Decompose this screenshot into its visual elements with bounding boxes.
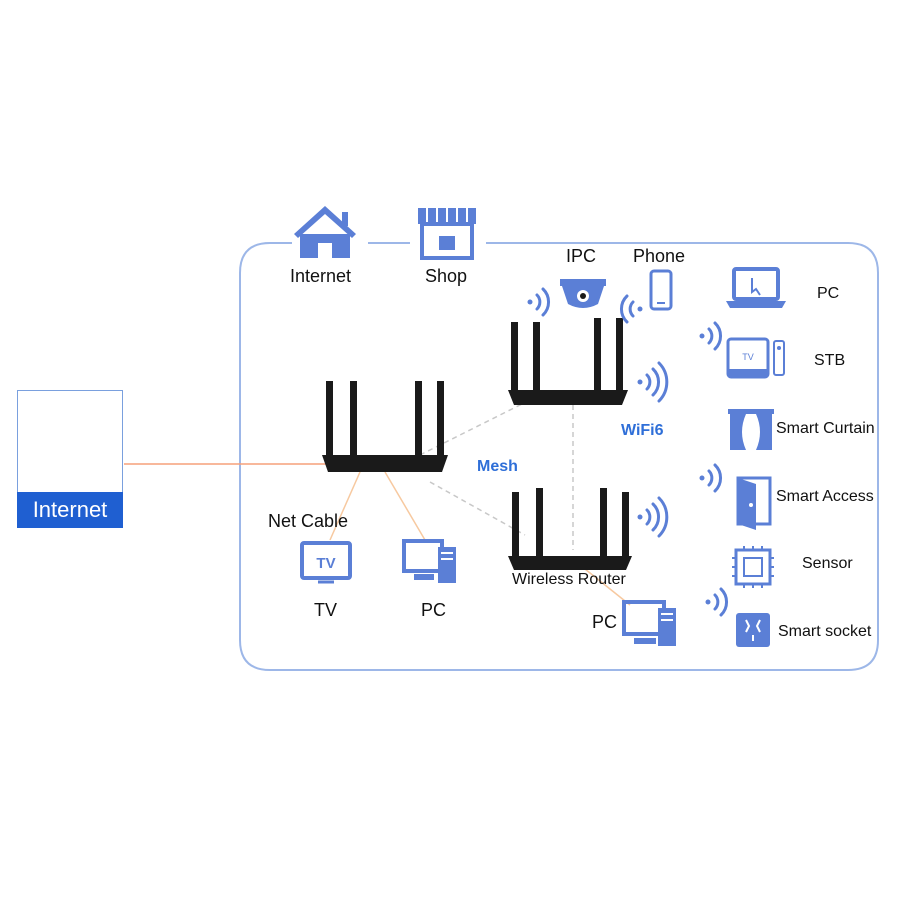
wireless-router-label: Wireless Router [512,571,626,588]
device-label-sensor: Sensor [802,555,853,572]
pc-left-label: PC [421,600,447,620]
lan-line-tv [329,471,361,541]
svg-text:TV: TV [742,352,754,362]
socket-icon [736,613,770,647]
device-label-smart-access: Smart Access [776,488,874,505]
net-cable-label: Net Cable [268,511,349,531]
pc-icon [622,600,676,646]
mesh-line-top [419,399,531,456]
sensor-chip-icon [732,546,774,588]
wifi-signal-icon [620,294,643,324]
tv-icon: TV [300,541,352,584]
wifi6-label: WiFi6 [621,422,664,439]
device-label-pc: PC [817,285,840,302]
wifi-signal-icon [705,587,728,617]
wireless-router-bottom [508,488,632,570]
wifi-signal-icon [699,463,722,493]
curtain-icon [728,409,774,450]
internet-box: Internet [17,390,123,528]
device-label-stb: STB [814,352,846,369]
lan-line-pc [384,471,426,541]
device-label-smart-socket: Smart socket [778,623,872,640]
pc-icon [402,539,456,583]
tv-label: TV [314,600,338,620]
set-top-box-icon: TV [726,337,785,379]
top-internet-label: Internet [290,266,352,286]
laptop-icon [726,267,786,308]
network-frame [239,242,879,671]
top-shop-label: Shop [425,266,468,286]
wifi-signal-icon [637,361,669,403]
ipc-camera-icon [560,279,606,308]
pc-bottom-label: PC [592,612,618,632]
wifi-signal-icon [637,496,669,538]
mesh-router-top [508,318,628,405]
device-label-smart-curtain: Smart Curtain [776,420,875,437]
shop-icon [418,208,476,260]
mesh-label: Mesh [477,458,518,475]
mesh-line-bottom [429,481,526,536]
house-icon [294,206,356,258]
main-router [322,381,448,472]
internet-box-label: Internet [17,492,123,528]
door-icon [736,476,772,530]
svg-text:TV: TV [316,555,335,572]
ipc-label: IPC [566,246,597,266]
wifi-signal-icon [699,321,722,351]
phone-icon [649,269,673,311]
lan-line-pc-bottom [579,564,631,606]
wifi-signal-icon [527,287,550,317]
phone-label: Phone [633,246,686,266]
